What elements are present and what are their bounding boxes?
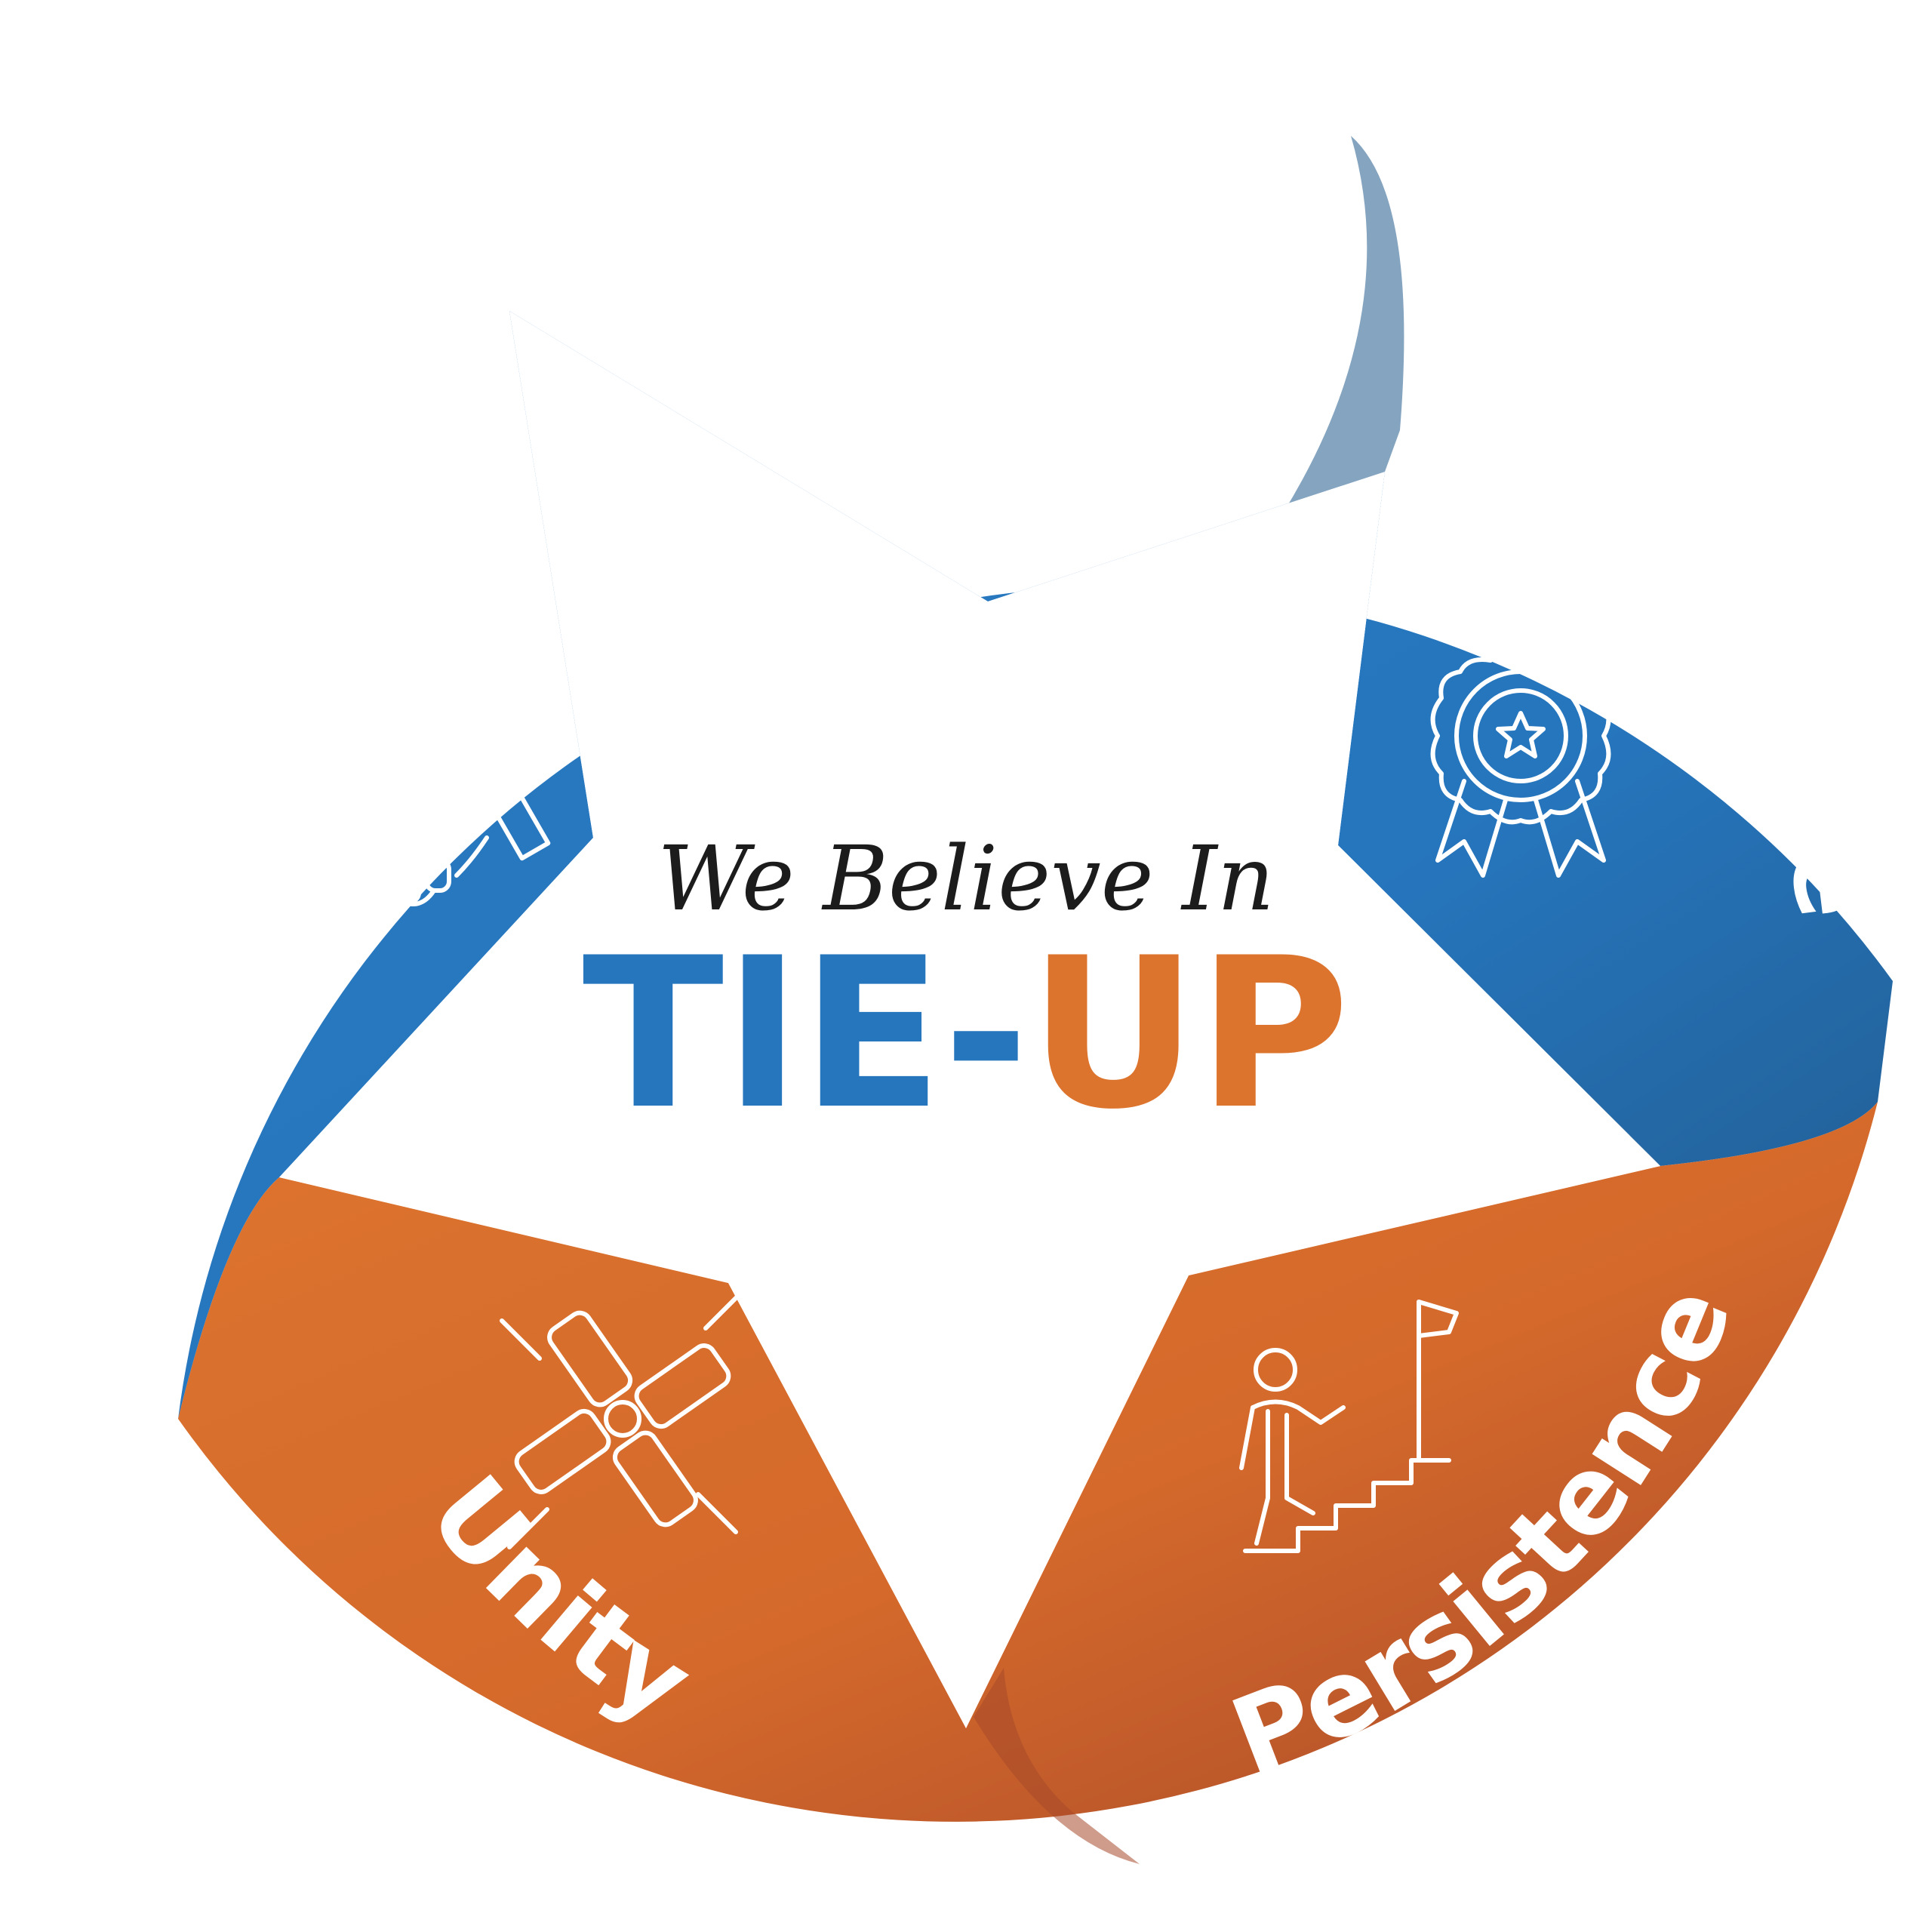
brand-title: TIE-UP [583, 913, 1350, 1155]
center-star [279, 311, 1660, 1728]
tagline: We Believe In [657, 826, 1274, 931]
blue-fold-shade [1283, 136, 1404, 513]
brand-part-tie: TIE- [583, 913, 1029, 1155]
orange-ring-segment [178, 1102, 1878, 1822]
joined-hands-icon [500, 1288, 746, 1549]
value-label-innovation: Innovation [598, 69, 1288, 274]
handshake-check-icon [272, 681, 551, 906]
brand-part-up: UP [1029, 913, 1350, 1155]
climbing-stairs-flag-icon [1239, 1300, 1459, 1553]
award-ribbon-icon [1430, 647, 1611, 878]
lightbulb-gear-icon [858, 247, 1119, 508]
value-label-trust: Trust [131, 641, 368, 975]
